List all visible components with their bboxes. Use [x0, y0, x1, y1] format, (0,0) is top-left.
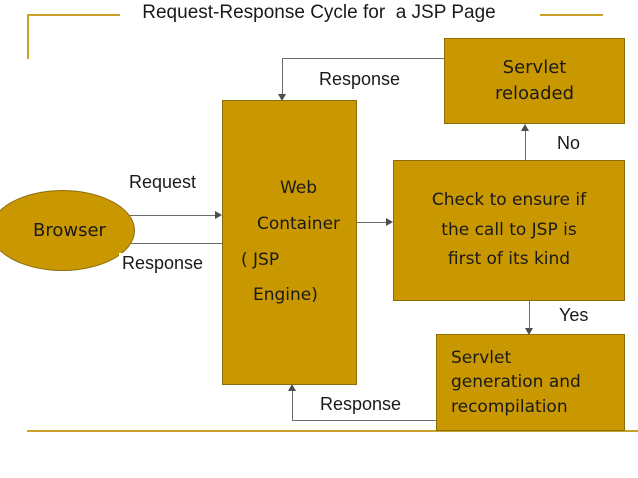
connector-browser-to-container — [122, 215, 216, 216]
arrowhead-check-to-reloaded — [521, 124, 529, 131]
connector-container-to-browser — [128, 243, 222, 244]
node-servlet-reloaded-line-2: reloaded — [494, 83, 575, 104]
arrowhead-container-to-check — [386, 218, 393, 226]
connector-reloaded-to-container-vertical — [282, 58, 283, 95]
node-servlet-reloaded-line-1: Servlet — [502, 56, 567, 78]
connector-generation-to-container-horizontal — [292, 420, 436, 421]
connector-reloaded-to-container-horizontal — [282, 58, 444, 59]
arrowhead-reloaded-to-container — [278, 94, 286, 101]
edge-label-no: No — [554, 133, 584, 154]
connector-check-to-generation — [529, 301, 530, 329]
node-servlet-generation-line-3: recompilation — [451, 396, 568, 417]
node-check-line-3: first of its kind — [447, 249, 571, 270]
edge-label-yes: Yes — [556, 305, 592, 326]
node-web-container-line-1: Web — [279, 178, 318, 199]
node-servlet-reloaded[interactable]: Servlet reloaded — [444, 38, 625, 124]
node-check-first-call[interactable]: Check to ensure if the call to JSP is fi… — [393, 160, 625, 301]
edge-label-response-browser: Response — [119, 253, 207, 274]
node-servlet-generation-line-1: Servlet — [451, 347, 512, 368]
node-web-container[interactable]: Web Container ( JSP Engine) — [222, 100, 357, 385]
node-servlet-generation[interactable]: Servlet generation and recompilation — [436, 334, 625, 431]
node-browser[interactable]: Browser — [0, 190, 135, 271]
edge-label-response-top: Response — [316, 69, 404, 90]
node-web-container-line-2: Container — [256, 213, 341, 234]
node-check-line-1: Check to ensure if — [431, 189, 587, 210]
connector-generation-to-container-vertical — [292, 390, 293, 420]
node-servlet-generation-line-2: generation and — [451, 372, 581, 393]
connector-check-to-reloaded — [525, 130, 526, 160]
arrowhead-check-to-generation — [525, 328, 533, 335]
node-web-container-line-3: ( JSP — [241, 249, 280, 270]
edge-label-response-bottom: Response — [317, 394, 405, 415]
edge-label-request: Request — [126, 172, 200, 193]
decorative-left-rule — [27, 14, 29, 59]
decorative-bottom-rule — [27, 430, 638, 432]
page-title: Request-Response Cycle for a JSP Page — [142, 2, 496, 23]
connector-container-to-check — [357, 222, 387, 223]
node-web-container-line-4: Engine) — [253, 285, 318, 306]
arrowhead-generation-to-container — [288, 384, 296, 391]
node-check-line-2: the call to JSP is — [441, 219, 577, 240]
arrowhead-browser-to-container — [215, 211, 222, 219]
node-browser-label: Browser — [33, 220, 106, 241]
page-title-backdrop — [120, 0, 540, 26]
